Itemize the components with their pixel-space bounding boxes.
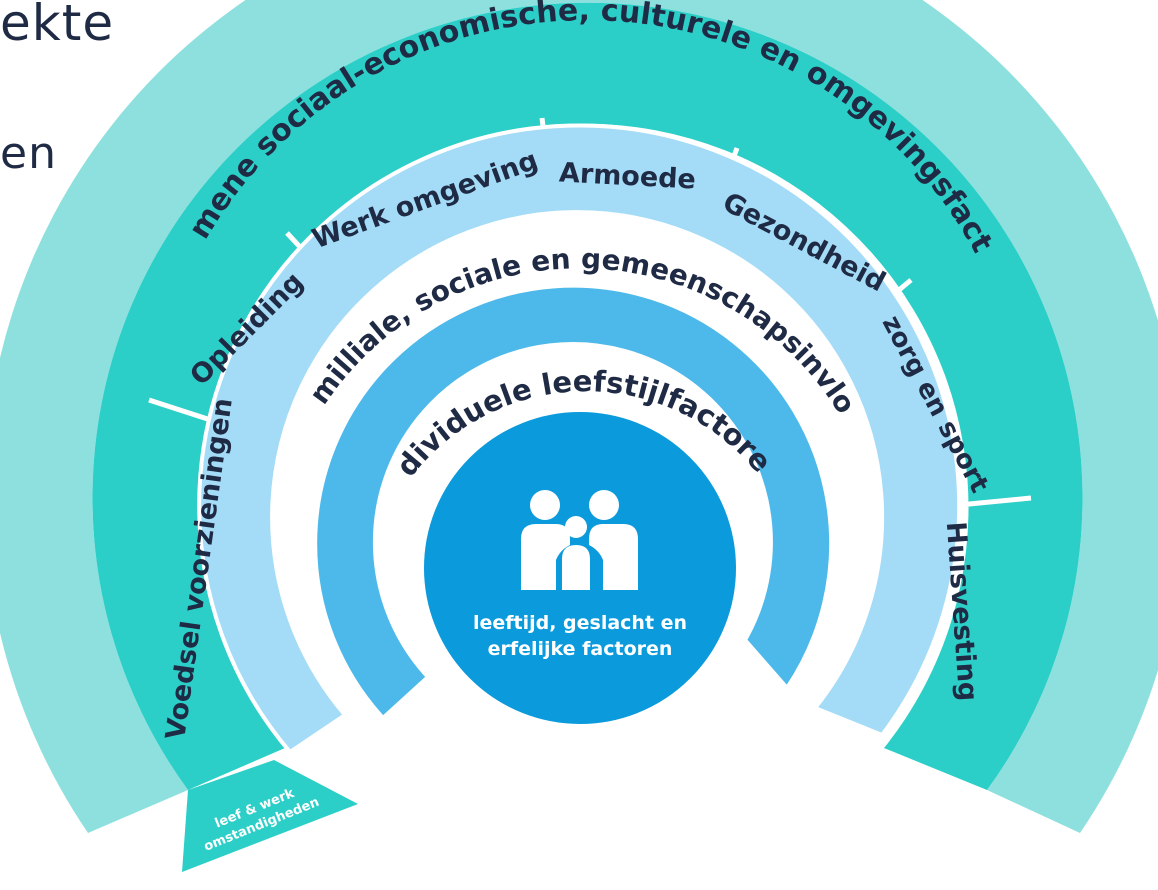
center-label-line2: erfelijke factoren <box>488 638 673 660</box>
segment-label-armoede: Armoede <box>558 157 696 195</box>
living-conditions-tab <box>182 760 358 872</box>
partial-subheading-text: en <box>0 128 57 179</box>
middle-ring-band <box>92 2 1083 791</box>
outer-ring <box>0 0 1158 833</box>
family-icon <box>521 490 638 590</box>
partial-heading-text: ekte <box>0 0 115 52</box>
social-ring <box>197 123 962 755</box>
outer-ring-band <box>0 0 1158 833</box>
lifestyle-ring <box>313 283 834 721</box>
center-label-line1: leeftijd, geslacht en <box>473 612 687 634</box>
